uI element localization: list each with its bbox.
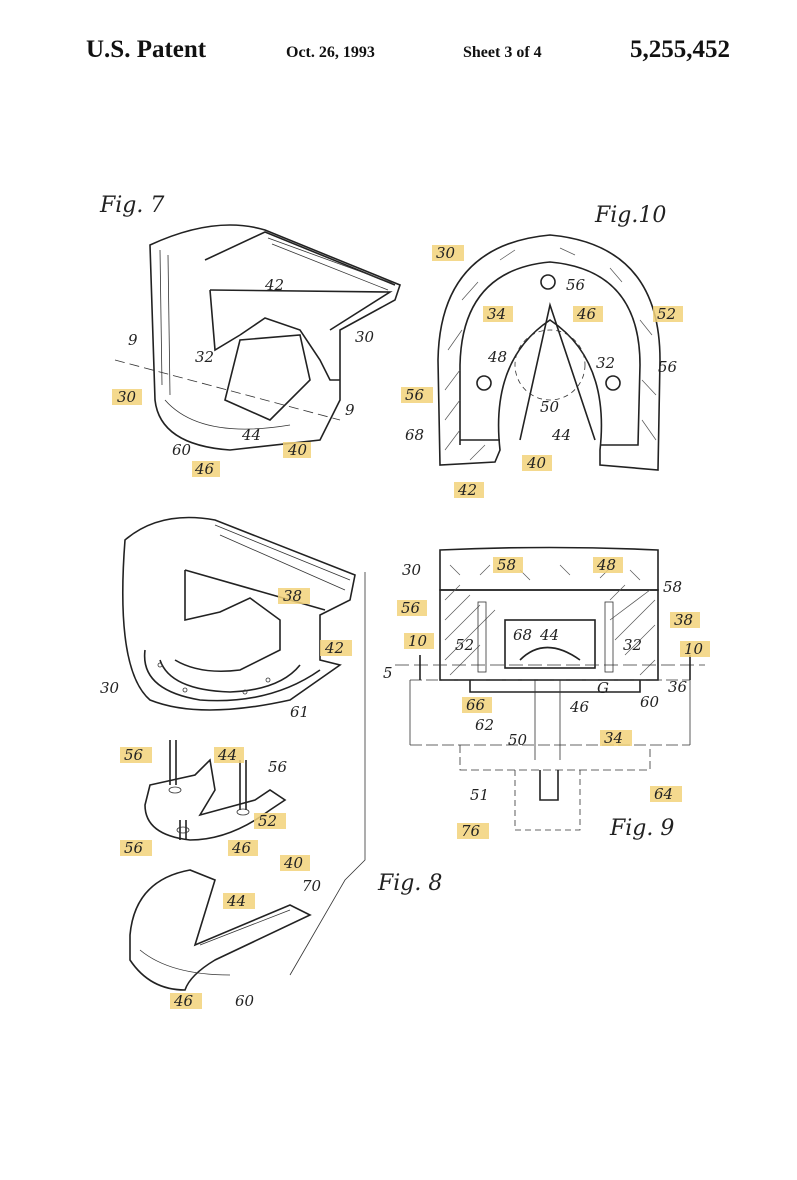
patent-title: U.S. Patent: [86, 36, 207, 63]
fig9-label: 76: [461, 822, 481, 840]
patent-number: 5,255,452: [630, 36, 730, 63]
fig10-label: 32: [596, 354, 615, 372]
fig8-label: 56: [124, 746, 144, 764]
fig9-label: 30: [402, 561, 422, 579]
fig10-label: 42: [457, 481, 477, 499]
fig7-label: 46: [194, 460, 215, 478]
fig9-label: 34: [604, 729, 623, 747]
fig9-label: 58: [497, 556, 516, 574]
fig8-label: 56: [124, 839, 144, 857]
fig8-label: 70: [302, 877, 322, 895]
fig9-label: 50: [508, 731, 528, 749]
fig9-label: G: [597, 679, 609, 697]
fig8-label: 52: [258, 812, 277, 830]
fig10-label: 56: [658, 358, 678, 376]
fig9-label: 58: [663, 578, 682, 596]
sheet-number: Sheet 3 of 4: [463, 44, 542, 61]
fig10-label: 44: [551, 426, 571, 444]
fig7-label: 9: [345, 401, 355, 419]
fig10-label: 30: [436, 244, 456, 262]
fig8-label: 60: [235, 992, 255, 1010]
fig10-caption: Fig.10: [594, 203, 666, 228]
fig8-label: 56: [268, 758, 288, 776]
fig10-label: 50: [540, 398, 560, 416]
figure-7: Fig. 7 42 30 9 32 30 9 44 60 46 40: [99, 193, 401, 478]
fig7-label: 40: [287, 441, 308, 459]
fig9-label: 5: [383, 664, 393, 682]
fig9-label: 60: [640, 693, 660, 711]
fig9-label: 32: [623, 636, 642, 654]
fig7-caption: Fig. 7: [99, 193, 164, 218]
fig9-label: 48: [596, 556, 616, 574]
fig9-label: 62: [475, 716, 494, 734]
fig9-label: 44: [539, 626, 559, 644]
fig7-label: 32: [195, 348, 214, 366]
patent-date: Oct. 26, 1993: [286, 44, 375, 61]
fig8-label: 42: [324, 639, 344, 657]
fig9-label: 36: [668, 678, 688, 696]
fig10-label: 68: [405, 426, 424, 444]
figure-9: Fig. 9 30 58 48 58 5: [383, 546, 710, 841]
fig9-caption: Fig. 9: [609, 816, 674, 841]
fig10-label: 52: [657, 305, 676, 323]
fig8-label: 61: [290, 703, 309, 721]
fig8-caption: Fig. 8: [377, 871, 442, 896]
fig8-label: 40: [283, 854, 304, 872]
fig8-label: 46: [231, 839, 252, 857]
fig9-label: 38: [674, 611, 693, 629]
fig9-label: 51: [470, 786, 489, 804]
fig10-label: 34: [487, 305, 506, 323]
fig7-label: 30: [117, 388, 137, 406]
fig9-label: 64: [654, 785, 673, 803]
fig7-label: 44: [241, 426, 261, 444]
fig9-label: 10: [684, 640, 704, 658]
fig9-label: 52: [455, 636, 474, 654]
fig8-label: 30: [100, 679, 120, 697]
fig8-label: 44: [226, 892, 246, 910]
fig10-label: 40: [526, 454, 547, 472]
figure-8: Fig. 8 38 42 30 61 56 44: [100, 516, 442, 1010]
fig8-label: 46: [173, 992, 194, 1010]
fig10-label: 48: [487, 348, 507, 366]
fig10-label: 56: [405, 386, 425, 404]
fig7-label: 9: [128, 331, 138, 349]
fig9-label: 68: [513, 626, 532, 644]
fig10-label: 46: [576, 305, 597, 323]
fig9-label: 56: [401, 599, 421, 617]
fig7-label: 30: [355, 328, 375, 346]
figure-10: Fig.10 30 56 34 46 52 32 56 48 56 50 68 …: [401, 203, 683, 499]
fig9-label: 10: [408, 632, 428, 650]
fig8-label: 38: [283, 587, 302, 605]
fig7-label: 42: [264, 276, 284, 294]
fig7-label: 60: [172, 441, 192, 459]
fig9-label: 46: [569, 698, 590, 716]
fig9-label: 66: [466, 696, 486, 714]
fig10-label: 56: [566, 276, 586, 294]
fig8-label: 44: [217, 746, 237, 764]
